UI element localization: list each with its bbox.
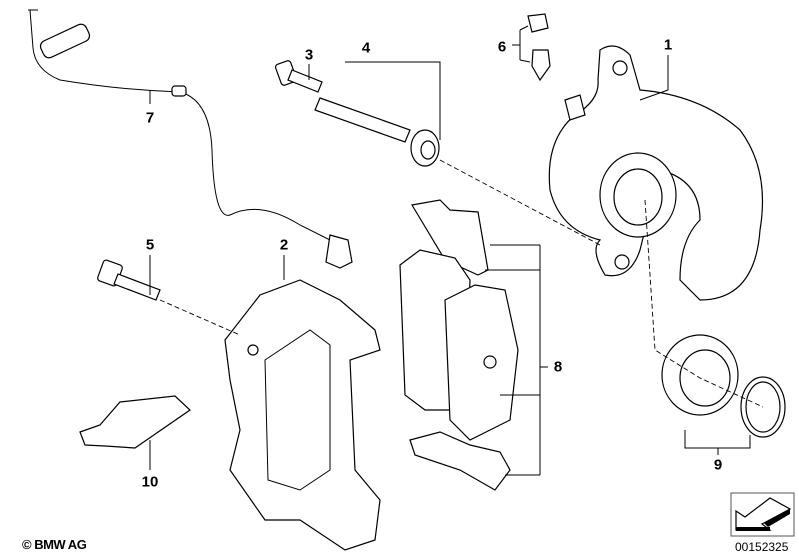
callout-7: 7: [145, 109, 155, 127]
wear-sensor-part: [28, 9, 353, 269]
copyright-text: © BMW AG: [22, 537, 87, 552]
seal-kit-part-9: [661, 334, 786, 438]
guide-bolt-part-4: [314, 97, 440, 167]
callout-8: 8: [553, 358, 563, 376]
arrow-orientation-icon: [730, 492, 795, 537]
leader-lines: [149, 25, 764, 476]
callout-3: 3: [304, 46, 314, 64]
brake-pads-part-8: [399, 199, 519, 491]
callout-4: 4: [361, 39, 371, 57]
callout-2: 2: [279, 236, 289, 254]
grease-tube-part-10: [79, 395, 191, 449]
callout-10: 10: [141, 473, 159, 491]
callout-6: 6: [497, 38, 507, 56]
bleeder-valve-part-6: [527, 13, 551, 82]
document-number: 00152325: [735, 540, 789, 554]
bolt-part-5: [97, 259, 161, 301]
callout-1: 1: [663, 36, 673, 54]
callout-5: 5: [145, 236, 155, 254]
caliper-carrier-part-2: [224, 279, 381, 551]
callout-9: 9: [713, 456, 723, 474]
brake-caliper-part-1: [548, 45, 764, 301]
bolt-part-3: [274, 60, 323, 93]
